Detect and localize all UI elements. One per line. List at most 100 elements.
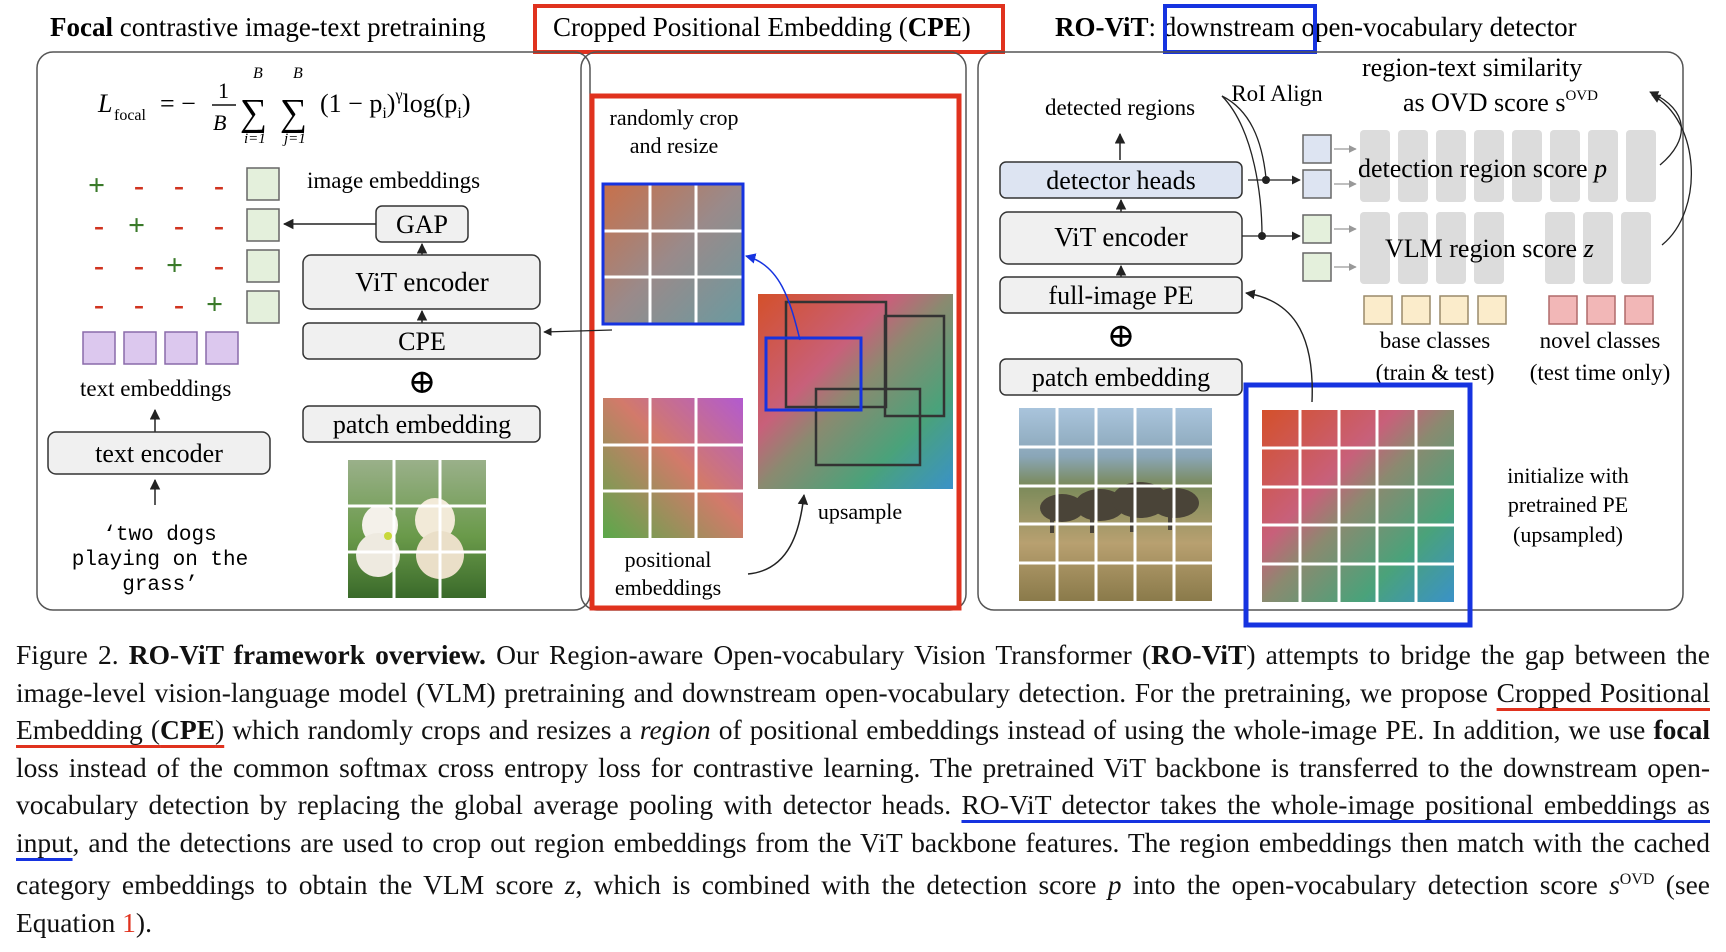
sign-cell: -: [94, 288, 104, 321]
cpe-feed-arrow: [543, 327, 613, 336]
sign-cell: -: [134, 249, 144, 282]
caption-text: of positional embeddings instead of usin…: [710, 714, 1654, 745]
pos-embeddings-label: positional: [625, 547, 712, 572]
sign-cell: -: [94, 209, 104, 242]
caption-var: z: [564, 869, 576, 901]
svg-text:= −: = −: [160, 89, 196, 118]
svg-text:1: 1: [218, 78, 229, 103]
caption-text: Our Region-aware Open-vocabulary Vision …: [496, 639, 1152, 670]
pos-embeddings-label-2: embeddings: [615, 575, 721, 600]
caption-var: s: [1609, 869, 1620, 901]
full-image-pe-label: full-image PE: [1048, 281, 1193, 310]
svg-text:grass’: grass’: [122, 574, 198, 597]
roi-align-connections: [1221, 95, 1301, 241]
patch-embedding-label: patch embedding: [333, 410, 511, 439]
cpe-underlined-phrase: Cropped Positional Embedding (CPE): [16, 676, 1710, 746]
svg-text:B: B: [293, 65, 303, 82]
caption-bold: focal: [1653, 714, 1710, 745]
svg-text:(1 − pi)γlog(pi): (1 − pi)γlog(pi): [320, 87, 471, 122]
svg-text:B: B: [253, 65, 263, 82]
input-caption-text: ‘two dogs playing on the grass’: [72, 524, 248, 597]
novel-classes-label: novel classes: [1540, 328, 1661, 353]
sign-cell: -: [94, 249, 104, 282]
region-embeddings: [1302, 134, 1332, 282]
caption-sup: OVD: [1619, 871, 1655, 888]
caption-title: RO-ViT framework overview.: [128, 639, 486, 670]
cpe-highlight-box: [589, 93, 962, 611]
text-encoder-label: text encoder: [95, 439, 223, 468]
sign-cell: +: [128, 209, 145, 242]
figure-diagram: Focal contrastive image-text pretraining…: [36, 4, 1692, 628]
figure-caption: Figure 2. RO-ViT framework overview. Our…: [16, 636, 1710, 941]
positional-embeddings-grid: [603, 398, 743, 538]
text-embeddings-label: text embeddings: [80, 376, 231, 401]
roi-align-label: RoI Align: [1231, 81, 1323, 106]
upsample-arrow: [747, 493, 809, 575]
panel3-title: RO-ViT: downstream open-vocabulary detec…: [1055, 12, 1577, 42]
base-classes-label: base classes: [1380, 328, 1491, 353]
caption-bold: RO-ViT: [1151, 639, 1247, 670]
init-label: initialize with: [1507, 463, 1629, 488]
caption-text: (see Equation: [16, 869, 1710, 938]
oplus-icon-det: ⊕: [1107, 318, 1136, 355]
vit-encoder-det-box: [999, 211, 1243, 265]
sim-arrow-2: [1651, 94, 1692, 246]
detector-heads-label: detector heads: [1046, 166, 1195, 195]
full-pe-highlight-box: [1243, 382, 1473, 628]
caption-text: which randomly crops and resizes a: [224, 714, 640, 745]
sign-cell: -: [214, 169, 224, 202]
vit-encoder-det-label: ViT encoder: [1054, 222, 1188, 252]
patch-embedding-box: [302, 405, 541, 443]
sign-cell: +: [166, 249, 183, 282]
similarity-label: region-text similarity: [1362, 53, 1582, 82]
sign-cell: -: [214, 209, 224, 242]
vit-encoder-label: ViT encoder: [355, 267, 489, 297]
rovit-underlined-phrase: RO-ViT detector takes the whole-image po…: [16, 789, 1710, 858]
similarity-sign-matrix: + - - - - + - - - - + - - - - +: [88, 169, 224, 321]
cpe-box: [302, 322, 541, 360]
crop-label-2: and resize: [630, 133, 719, 158]
base-class-embeddings: [1363, 295, 1507, 325]
caption-text: , and the detections are used to crop ou…: [16, 826, 1710, 901]
sign-cell: -: [134, 169, 144, 202]
svg-text:focal: focal: [114, 107, 147, 124]
sign-cell: -: [214, 249, 224, 282]
crop-arrow: [744, 253, 801, 341]
text-embeddings-row: [82, 331, 239, 365]
detector-heads-box: [999, 161, 1243, 199]
svg-text:B: B: [213, 110, 226, 135]
oplus-icon: ⊕: [408, 364, 437, 401]
roi-junction: [1258, 232, 1266, 240]
cpe-label: CPE: [398, 327, 446, 356]
caption-text: ).: [135, 906, 152, 938]
dogs-photo: [348, 460, 486, 598]
patch-embedding-det-box: [999, 358, 1243, 396]
init-label-2: pretrained PE: [1508, 492, 1628, 517]
image-embeddings-column: [246, 167, 280, 324]
image-embeddings-label: image embeddings: [307, 168, 480, 193]
equation-link[interactable]: 1: [122, 906, 136, 938]
full-image-pe-box: [999, 276, 1243, 314]
focal-loss-equation: L focal = − 1 B B ∑ i=1 B ∑ j=1 (1 − pi)…: [97, 65, 471, 147]
sign-cell: -: [134, 288, 144, 321]
vlm-score-label: VLM region score z: [1385, 234, 1594, 263]
caption-italic: region: [639, 714, 711, 745]
svg-text:playing on the: playing on the: [72, 549, 248, 572]
gap-label: GAP: [396, 210, 448, 239]
svg-text:∑: ∑: [240, 92, 267, 134]
caption-var: p: [1107, 869, 1122, 901]
init-label-3: (upsampled): [1513, 522, 1623, 547]
svg-text:i=1: i=1: [244, 131, 266, 147]
panel3-frame: [977, 51, 1684, 611]
upsample-label: upsample: [818, 499, 902, 524]
caption-text: ) attempts to bridge the gap between the…: [16, 639, 1711, 708]
sign-cell: +: [206, 288, 223, 321]
patch-embedding-det-label: patch embedding: [1032, 363, 1210, 392]
score-columns: [1360, 130, 1656, 284]
svg-text:j=1: j=1: [282, 131, 306, 147]
vit-encoder-box: [302, 254, 541, 310]
svg-text:‘two dogs: ‘two dogs: [103, 524, 216, 547]
svg-text:L: L: [97, 89, 112, 118]
caption-text: loss instead of the common softmax cross…: [16, 751, 1710, 821]
panel2-title: Cropped Positional Embedding (CPE): [553, 12, 971, 42]
